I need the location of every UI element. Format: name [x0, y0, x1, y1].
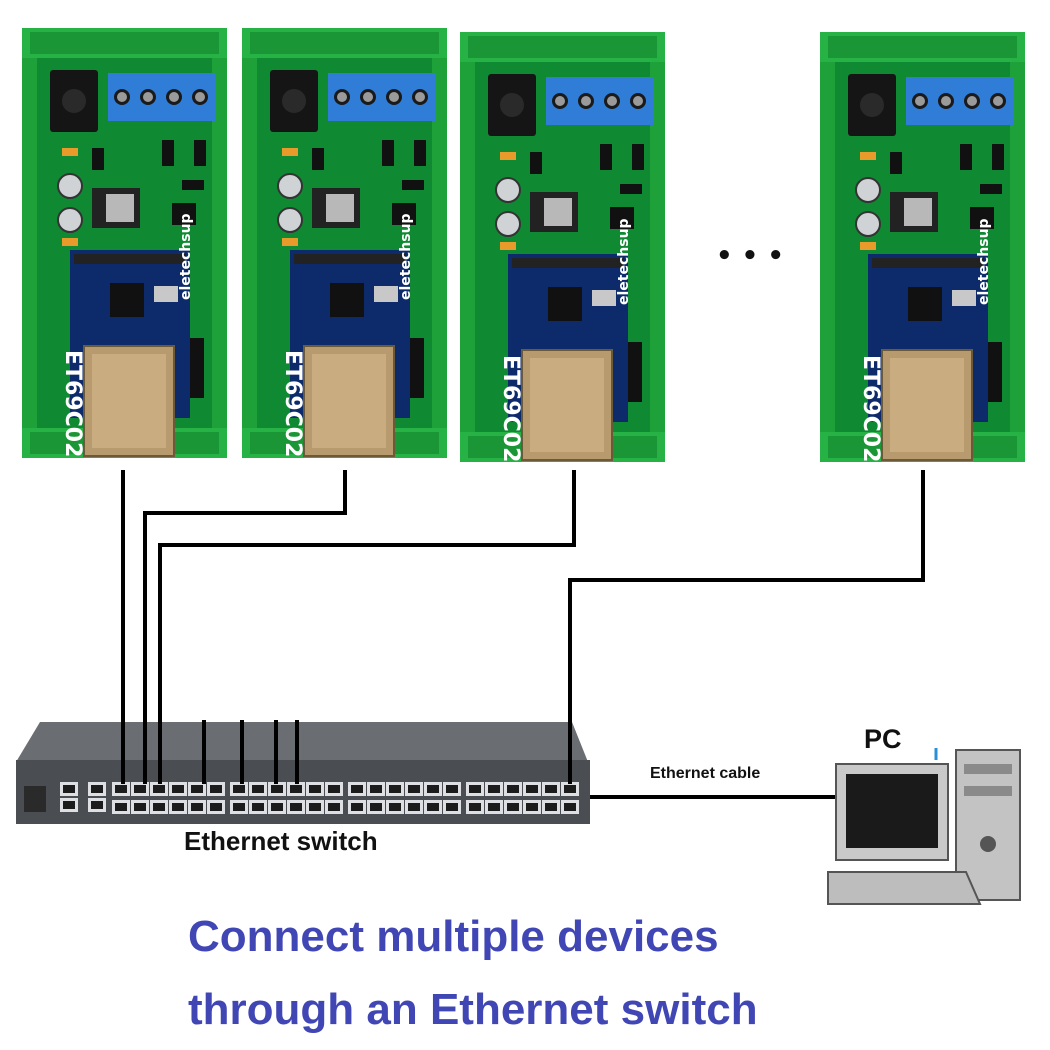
- module-model: ET69C02: [858, 355, 883, 462]
- pc-tower: [955, 749, 1021, 901]
- module-brand: eletechsup: [616, 218, 632, 305]
- cable-label: Ethernet cable: [650, 765, 761, 782]
- cable-module-3: [158, 470, 576, 784]
- cable-module-4: [568, 470, 925, 784]
- module-brand: eletechsup: [178, 213, 194, 300]
- caption-line-1: Connect multiple devices: [188, 912, 719, 961]
- module-model: ET69C02: [60, 350, 85, 457]
- more-devices-ellipsis: • • •: [716, 241, 784, 271]
- module-2: ET69C02 eletechsup: [241, 27, 448, 459]
- module-brand: eletechsup: [398, 213, 414, 300]
- pc-label: PC: [864, 724, 902, 754]
- switch-label: Ethernet switch: [184, 826, 378, 856]
- ethernet-cables: [121, 470, 925, 799]
- module-model: ET69C02: [280, 350, 305, 457]
- module-model: ET69C02: [498, 355, 523, 462]
- caption-line-2: through an Ethernet switch: [188, 985, 758, 1034]
- module-3: ET69C02 eletechsup: [459, 31, 666, 463]
- module-1: ET69C02 eletechsup: [21, 27, 228, 459]
- pc-keyboard: [827, 871, 982, 905]
- pc-computer: [827, 748, 1021, 905]
- cable-module-2: [143, 470, 347, 784]
- module-4: ET69C02 eletechsup: [819, 31, 1026, 463]
- ethernet-switch: [16, 722, 590, 824]
- module-brand: eletechsup: [976, 218, 992, 305]
- console-port: [24, 786, 46, 812]
